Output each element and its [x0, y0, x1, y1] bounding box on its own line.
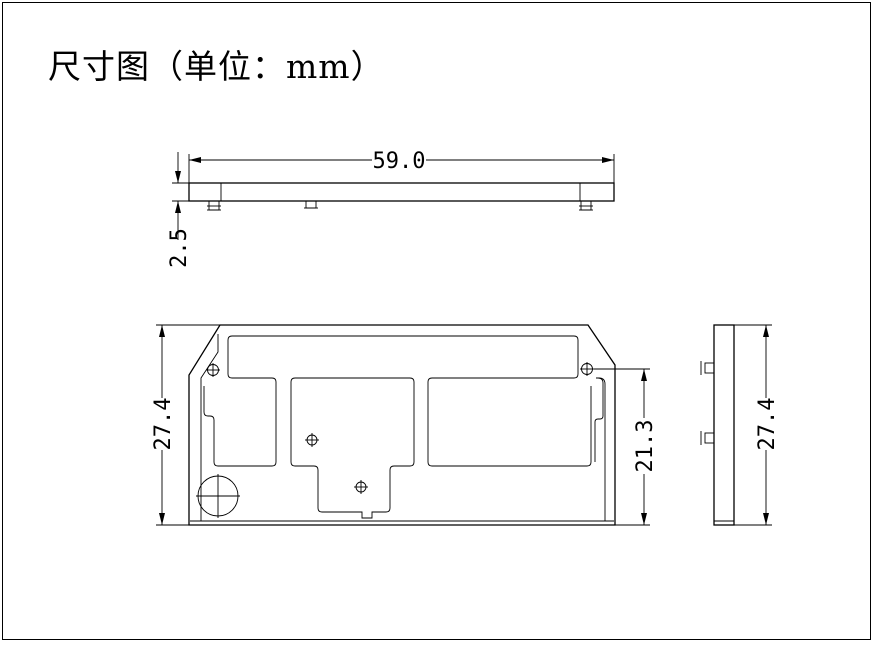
mounting-hole — [354, 480, 368, 494]
front-height-label: 27.4 — [151, 398, 176, 451]
side-view: 27.4 — [700, 324, 780, 526]
side-height-label: 27.4 — [755, 398, 780, 451]
large-hole — [196, 474, 240, 518]
mounting-hole — [305, 433, 319, 447]
top-view-pin — [579, 200, 593, 211]
mounting-hole — [206, 363, 220, 377]
top-view: 59.0 2.5 — [167, 149, 615, 268]
front-inner-height-label: 21.3 — [633, 420, 658, 473]
top-thickness-label: 2.5 — [167, 228, 192, 268]
side-view-pin — [700, 361, 715, 375]
drawing-title: 尺寸图（单位：mm） — [48, 47, 385, 86]
mounting-hole — [580, 362, 594, 376]
side-view-pin — [700, 431, 715, 445]
top-width-label: 59.0 — [373, 149, 426, 174]
top-view-body — [188, 182, 615, 202]
top-view-pin — [304, 200, 318, 209]
front-view-outline — [188, 324, 616, 526]
side-view-body — [713, 324, 735, 526]
top-view-pin — [207, 200, 221, 211]
front-view: 27.4 21.3 — [151, 324, 658, 526]
